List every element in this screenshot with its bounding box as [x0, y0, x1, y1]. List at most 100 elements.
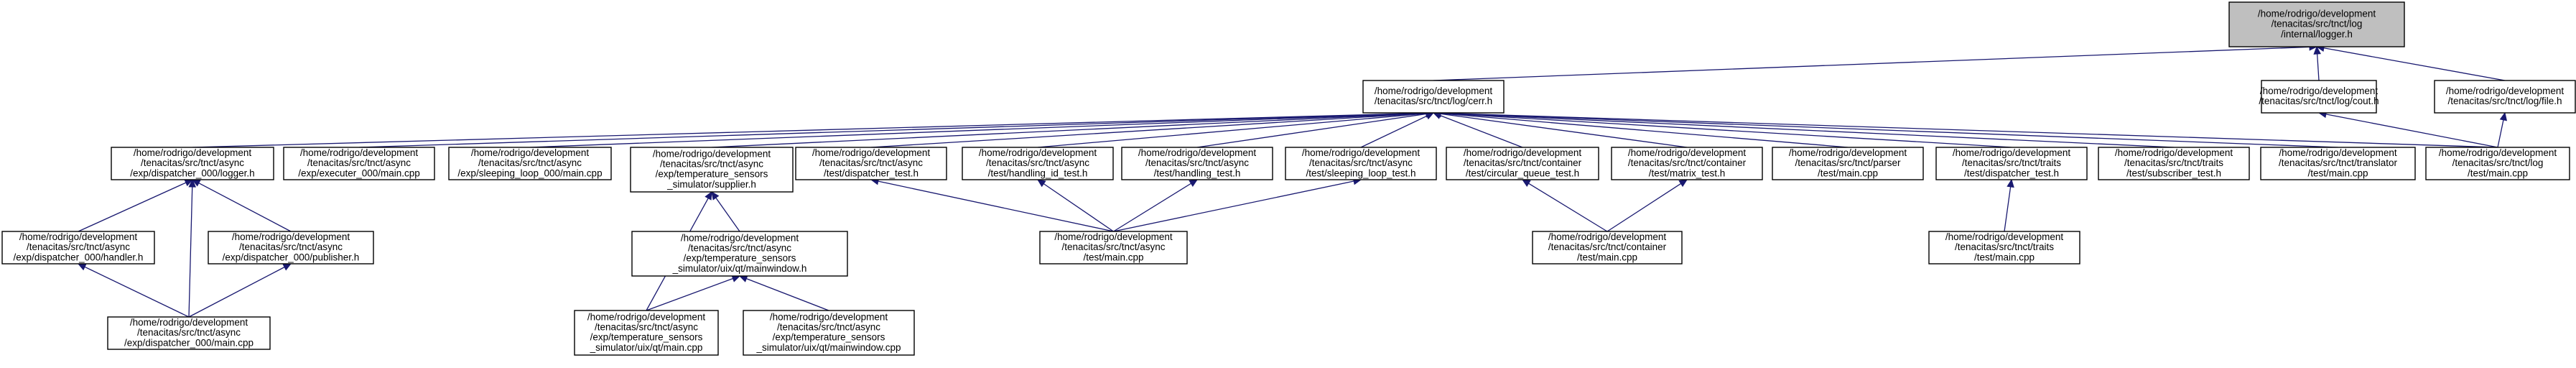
file-node-exec_main[interactable]: /home/rodrigo/development/tenacitas/src/… [283, 147, 435, 180]
node-label-line: /exp/dispatcher_000/handler.h [14, 252, 144, 262]
file-node-transl_main[interactable]: /home/rodrigo/development/tenacitas/src/… [2260, 147, 2416, 180]
file-node-hand_test[interactable]: /home/rodrigo/development/tenacitas/src/… [1121, 147, 1273, 180]
dependency-edge-d_handler-to-d_logger [78, 179, 194, 232]
node-label-line: /tenacitas/src/tnct/async [660, 159, 763, 170]
dependency-edge-log_main-to-file [2497, 111, 2508, 148]
node-label-line: /test/main.cpp [2307, 167, 2368, 178]
dependency-edge-sleep_main-to-cerr [529, 109, 1435, 148]
node-label-line: /tenacitas/src/tnct/log [2272, 19, 2363, 29]
file-node-cont_main[interactable]: /home/rodrigo/development/tenacitas/src/… [1532, 231, 1683, 264]
node-label-line: /home/rodrigo/development [653, 148, 771, 159]
edge-line [1360, 115, 1428, 148]
edge-line [1043, 183, 1114, 232]
node-label-line: /home/rodrigo/development [770, 311, 888, 322]
file-node-sleep_main[interactable]: /home/rodrigo/development/tenacitas/src/… [448, 147, 612, 180]
file-node-cq_test[interactable]: /home/rodrigo/development/tenacitas/src/… [1446, 147, 1599, 180]
node-label-line: /home/rodrigo/development [2439, 147, 2557, 158]
node-label-line: /home/rodrigo/development [134, 147, 252, 158]
node-box [1611, 147, 1763, 180]
file-node-mainwin_h[interactable]: /home/rodrigo/development/tenacitas/src/… [631, 231, 848, 277]
node-label-line: /test/matrix_test.h [1649, 167, 1726, 178]
edge-line [878, 180, 1114, 232]
edge-line [1606, 183, 1681, 232]
file-node-mainwin_cpp[interactable]: /home/rodrigo/development/tenacitas/src/… [743, 310, 915, 356]
node-box [630, 147, 794, 193]
file-node-tr_sub[interactable]: /home/rodrigo/development/tenacitas/src/… [2098, 147, 2250, 180]
node-box [208, 231, 374, 264]
edge-line [188, 267, 285, 318]
node-label-line: /tenacitas/src/tnct/async [819, 157, 923, 168]
file-node-d_main[interactable]: /home/rodrigo/development/tenacitas/src/… [107, 316, 271, 350]
node-box [2434, 80, 2576, 114]
edge-line [1440, 115, 1523, 148]
node-label-line: _simulator/uix/qt/mainwindow.h [672, 263, 807, 274]
node-label-line: /exp/executer_000/main.cpp [298, 167, 420, 178]
file-node-sl_test[interactable]: /home/rodrigo/development/tenacitas/src/… [1285, 147, 1437, 180]
edge-line [1440, 113, 1849, 148]
node-label-line: /home/rodrigo/development [812, 147, 931, 158]
node-box [2098, 147, 2250, 180]
file-node-cout[interactable]: /home/rodrigo/development/tenacitas/src/… [2259, 80, 2379, 114]
node-label-line: /tenacitas/src/tnct/async [688, 243, 791, 254]
node-label-line: /home/rodrigo/development [1945, 231, 2064, 242]
dependency-edge-transl_main-to-cerr [1432, 109, 2338, 148]
file-node-qt_main[interactable]: /home/rodrigo/development/tenacitas/src/… [574, 310, 719, 356]
dependency-edge-log_main-to-cerr [1432, 109, 2498, 148]
node-label-line: /test/main.cpp [2468, 167, 2528, 178]
file-node-parser_main[interactable]: /home/rodrigo/development/tenacitas/src/… [1772, 147, 1924, 180]
node-label-line: /tenacitas/src/tnct/traits [1955, 242, 2054, 252]
node-label-line: /exp/dispatcher_000/main.cpp [124, 337, 254, 348]
edge-line [1037, 113, 1427, 148]
file-node-d_pub[interactable]: /home/rodrigo/development/tenacitas/src/… [208, 231, 374, 264]
dependency-edge-cout-to-logger [2313, 45, 2321, 81]
file-node-tr_main[interactable]: /home/rodrigo/development/tenacitas/src/… [1928, 231, 2080, 264]
file-node-async_main[interactable]: /home/rodrigo/development/tenacitas/src/… [1039, 231, 1188, 264]
dependency-edge-tr_main-to-tr_disp [2004, 178, 2014, 232]
node-label-line: /home/rodrigo/development [19, 231, 138, 242]
node-label-line: /exp/sleeping_loop_000/main.cpp [457, 167, 602, 178]
edge-line [1113, 183, 1191, 232]
node-box [1362, 80, 1505, 114]
file-node-hid_test[interactable]: /home/rodrigo/development/tenacitas/src/… [962, 147, 1114, 180]
edge-line [529, 112, 1427, 148]
file-node-file[interactable]: /home/rodrigo/development/tenacitas/src/… [2434, 80, 2576, 114]
node-box [107, 316, 271, 350]
edge-line [1440, 113, 1688, 148]
file-node-disp_test[interactable]: /home/rodrigo/development/tenacitas/src/… [795, 147, 947, 180]
node-label-line: /home/rodrigo/development [587, 311, 706, 322]
file-node-cerr[interactable]: /home/rodrigo/development/tenacitas/src/… [1362, 80, 1505, 114]
file-node-log_main[interactable]: /home/rodrigo/development/tenacitas/src/… [2425, 147, 2570, 180]
file-node-logger[interactable]: /home/rodrigo/development/tenacitas/src/… [2228, 1, 2405, 47]
node-label-line: /tenacitas/src/tnct/log [2452, 157, 2544, 168]
file-node-supplier[interactable]: /home/rodrigo/development/tenacitas/src/… [630, 147, 794, 193]
node-label-line: /exp/temperature_sensors [656, 169, 768, 180]
arrowhead-icon [2313, 45, 2321, 55]
edge-line [746, 278, 829, 311]
node-label-line: /home/rodrigo/development [1953, 147, 2071, 158]
node-box [1935, 147, 2088, 180]
node-label-line: /home/rodrigo/development [1789, 147, 1907, 158]
edge-line [2497, 119, 2504, 148]
node-label-line: /tenacitas/src/tnct/async [777, 322, 880, 333]
dependency-edge-exec_main-to-cerr [358, 109, 1435, 148]
dependency-edge-cont_main-to-mx_test [1606, 179, 1688, 232]
node-label-line: /tenacitas/src/tnct/traits [1962, 157, 2061, 168]
node-box [962, 147, 1114, 180]
dependency-edge-d_main-to-d_logger [188, 178, 196, 318]
node-box [283, 147, 435, 180]
node-label-line: /exp/dispatcher_000/publisher.h [223, 252, 360, 262]
file-node-d_handler[interactable]: /home/rodrigo/development/tenacitas/src/… [1, 231, 155, 264]
file-node-d_logger[interactable]: /home/rodrigo/development/tenacitas/src/… [111, 147, 274, 180]
node-label-line: /home/rodrigo/development [300, 147, 419, 158]
node-box [743, 310, 915, 356]
node-box [2260, 147, 2416, 180]
file-node-mx_test[interactable]: /home/rodrigo/development/tenacitas/src/… [1611, 147, 1763, 180]
node-box [1446, 147, 1599, 180]
file-node-tr_disp[interactable]: /home/rodrigo/development/tenacitas/src/… [1935, 147, 2088, 180]
arrowhead-icon [282, 263, 292, 271]
edge-line [1440, 112, 2498, 148]
node-label-line: /home/rodrigo/development [130, 317, 248, 328]
edge-line [188, 186, 193, 318]
node-box [1039, 231, 1188, 264]
